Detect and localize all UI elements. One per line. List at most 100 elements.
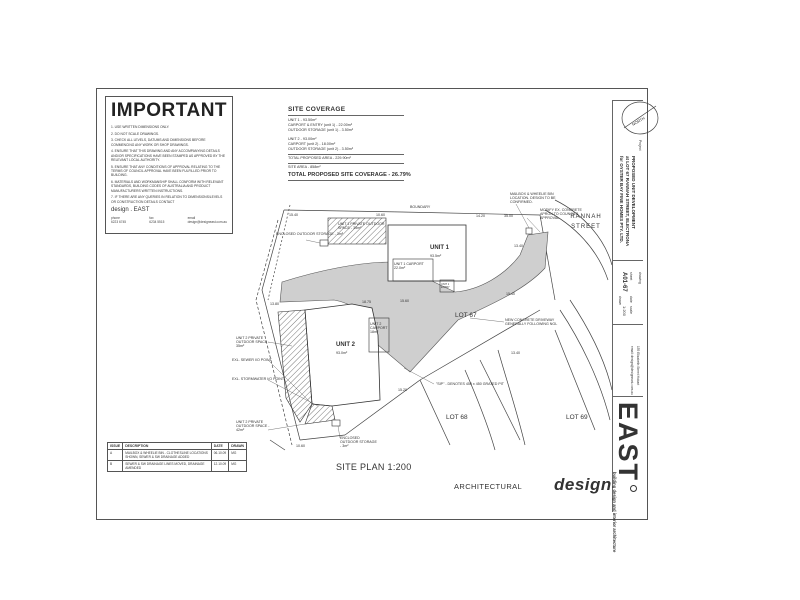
dimension-label: 13.40 [514, 244, 523, 248]
coverage-unit1: UNIT 1 - 93.50m² CARPORT & ENTRY (unit 1… [288, 118, 404, 133]
architectural-label: ARCHITECTURAL [454, 482, 523, 491]
dimension-label: 13.40 [511, 351, 520, 355]
contact-phone: phone 6223 6745 [111, 216, 126, 224]
annotation-modify-apron: MODIFY EX. CONCRETE APRON TO COUNCILS AP… [540, 208, 582, 220]
title-block-rule [613, 100, 643, 101]
annotation-private-outdoor-1: UNIT 1 PRIVATE OUTDOOR SPACE - 35m² [338, 222, 385, 230]
coverage-rule [288, 163, 404, 164]
revision-cell: MG [228, 460, 247, 472]
important-notes-list: 1. Use written dimensions only. 2. Do no… [111, 125, 227, 204]
lot-boundary-line [269, 439, 286, 451]
lot-boundary-line [261, 209, 285, 291]
contour-line [569, 299, 613, 391]
coverage-proposed-area: TOTAL PROPOSED AREA - 229.90m² [288, 156, 351, 160]
leader-line [267, 379, 319, 407]
annotation-carport-2: UNIT 2 CARPORT 18m² [370, 322, 388, 334]
lot-67-label: LOT 67 [455, 312, 477, 319]
unit-2-private-outdoor-hatch-a [277, 309, 313, 423]
revision-cell: MAILBOX & WHEELIE BIN - CLOTHESLINE LOCA… [122, 449, 212, 461]
leader-line [267, 359, 313, 405]
coverage-line: CARPORT (unit 2) - 18.00m² [288, 142, 336, 146]
important-note: 1. Use written dimensions only. [111, 125, 170, 129]
annotation-mailbox: MAILBOX & WHEELIE BIN LOCATION. DESIGN T… [510, 192, 556, 204]
annotation-enclosed-storage-2: ENCLOSED OUTDOOR STORAGE - 3m² [340, 436, 377, 448]
dimension-label: 10.60 [296, 444, 305, 448]
revision-cell: B [106, 460, 124, 472]
important-design-line: design . EAST [111, 206, 150, 213]
contact-details: phone 6223 6745 fax 6234 5515 email desi… [111, 216, 227, 224]
leader-line [267, 423, 306, 431]
contact-label: fax [149, 215, 154, 220]
leader-line [403, 367, 435, 385]
revision-header: DATE [210, 442, 230, 450]
title-block: Project PROPOSED UNIT DEVELOPMENT at LOT… [612, 100, 643, 552]
revision-cell: 06.10.09 [210, 449, 230, 461]
important-note: 7. If there are any queries in relation … [111, 195, 223, 204]
lot-boundary-line [419, 309, 541, 381]
lot-boundary-line [539, 214, 556, 301]
leader-line [305, 239, 321, 244]
unit-2-area: 93.0m² [336, 351, 348, 355]
site-plan-title: SITE PLAN 1:200 [336, 462, 412, 472]
scale-caption: scale [629, 306, 633, 314]
dimension-label: 15.60 [400, 299, 409, 303]
north-arrow-icon: NORTH [621, 101, 659, 135]
revision-cell: SEWER & SW DRAINAGE LINES MOVED, DRAINAG… [122, 460, 212, 472]
brand-tagline: building design and interior architectur… [612, 472, 617, 553]
title-block-rule [613, 396, 643, 397]
revision-header: DRAWN [228, 442, 247, 450]
svg-text:NORTH: NORTH [631, 115, 646, 126]
important-notes-box: IMPORTANT 1. Use written dimensions only… [105, 96, 233, 234]
sheet-caption: sheet [629, 272, 633, 281]
contact-label: email [187, 215, 196, 220]
revision-cell: MG [228, 449, 247, 461]
lot-boundary-line [344, 379, 421, 436]
annotation-enclosed-storage-1: ENCLOSED OUTDOOR STORAGE - 3m² [276, 232, 344, 236]
dimension-label: 13.80 [270, 302, 279, 306]
table-row: A MAILBOX & WHEELIE BIN - CLOTHESLINE LO… [106, 449, 247, 461]
contact-label: phone [111, 215, 120, 220]
dimension-label: 18.75 [362, 300, 371, 304]
revision-header: ISSUE [106, 442, 124, 450]
design-logo-word: design [554, 475, 612, 494]
unit-1-label: UNIT 1 [430, 245, 450, 251]
coverage-line: OUTDOOR STORAGE (unit 1) - 3.50m² [288, 128, 354, 132]
drawing-caption: drawing [638, 272, 642, 284]
annotation-private-outdoor-2b: UNIT 2 PRIVATE OUTDOOR SPACE - 42m² [236, 420, 270, 432]
lot-69-label: LOT 69 [566, 414, 588, 421]
contact-fax: fax 6234 5515 [149, 216, 164, 224]
annotation-private-outdoor-2a: UNIT 2 PRIVATE OUTDOOR SPACE - 35m² [236, 336, 270, 348]
easement-line [255, 219, 293, 446]
lot-boundary-line [283, 209, 403, 213]
contact-value: 6223 6745 [111, 219, 127, 224]
dimension-label: 10.60 [376, 213, 385, 217]
dimension-label: 14.20 [476, 214, 485, 218]
site-coverage-title: SITE COVERAGE [288, 106, 346, 113]
unit-2-storage [331, 419, 341, 427]
important-note: 5. Ensure that any conditions of approva… [111, 164, 221, 178]
leader-line [267, 341, 293, 347]
unit-1-storage [319, 239, 329, 247]
easement-line [267, 204, 291, 301]
street-name: RANNAH STREET [570, 214, 602, 230]
street-kerb-line [554, 199, 613, 266]
lot-boundary-line [419, 379, 451, 446]
unit-1-carport [392, 258, 434, 282]
lot-boundary-line [479, 359, 521, 441]
coverage-unit2: UNIT 2 - 93.00m² CARPORT (unit 2) - 18.0… [288, 137, 404, 152]
title-block-rule [613, 324, 643, 325]
coverage-line: OUTDOOR STORAGE (unit 2) - 3.50m² [288, 147, 354, 151]
coverage-rule [288, 115, 404, 116]
unit-1-footprint [387, 224, 467, 282]
coverage-total: TOTAL PROPOSED SITE COVERAGE - 26.79% [288, 172, 411, 178]
revision-header: DESCRIPTION [122, 442, 212, 450]
unit-2-carport [368, 317, 390, 353]
coverage-line: CARPORT & ENTRY (unit 1) - 22.00m² [288, 123, 353, 127]
annotation-entry: UNIT 1 ENTRY [441, 283, 450, 289]
leader-line [469, 317, 505, 323]
dimension-label: 15.40 [506, 292, 515, 296]
brand-east: EAST [613, 402, 643, 483]
lot-boundary-line [554, 329, 596, 431]
unit-1-private-outdoor-hatch [327, 217, 387, 245]
